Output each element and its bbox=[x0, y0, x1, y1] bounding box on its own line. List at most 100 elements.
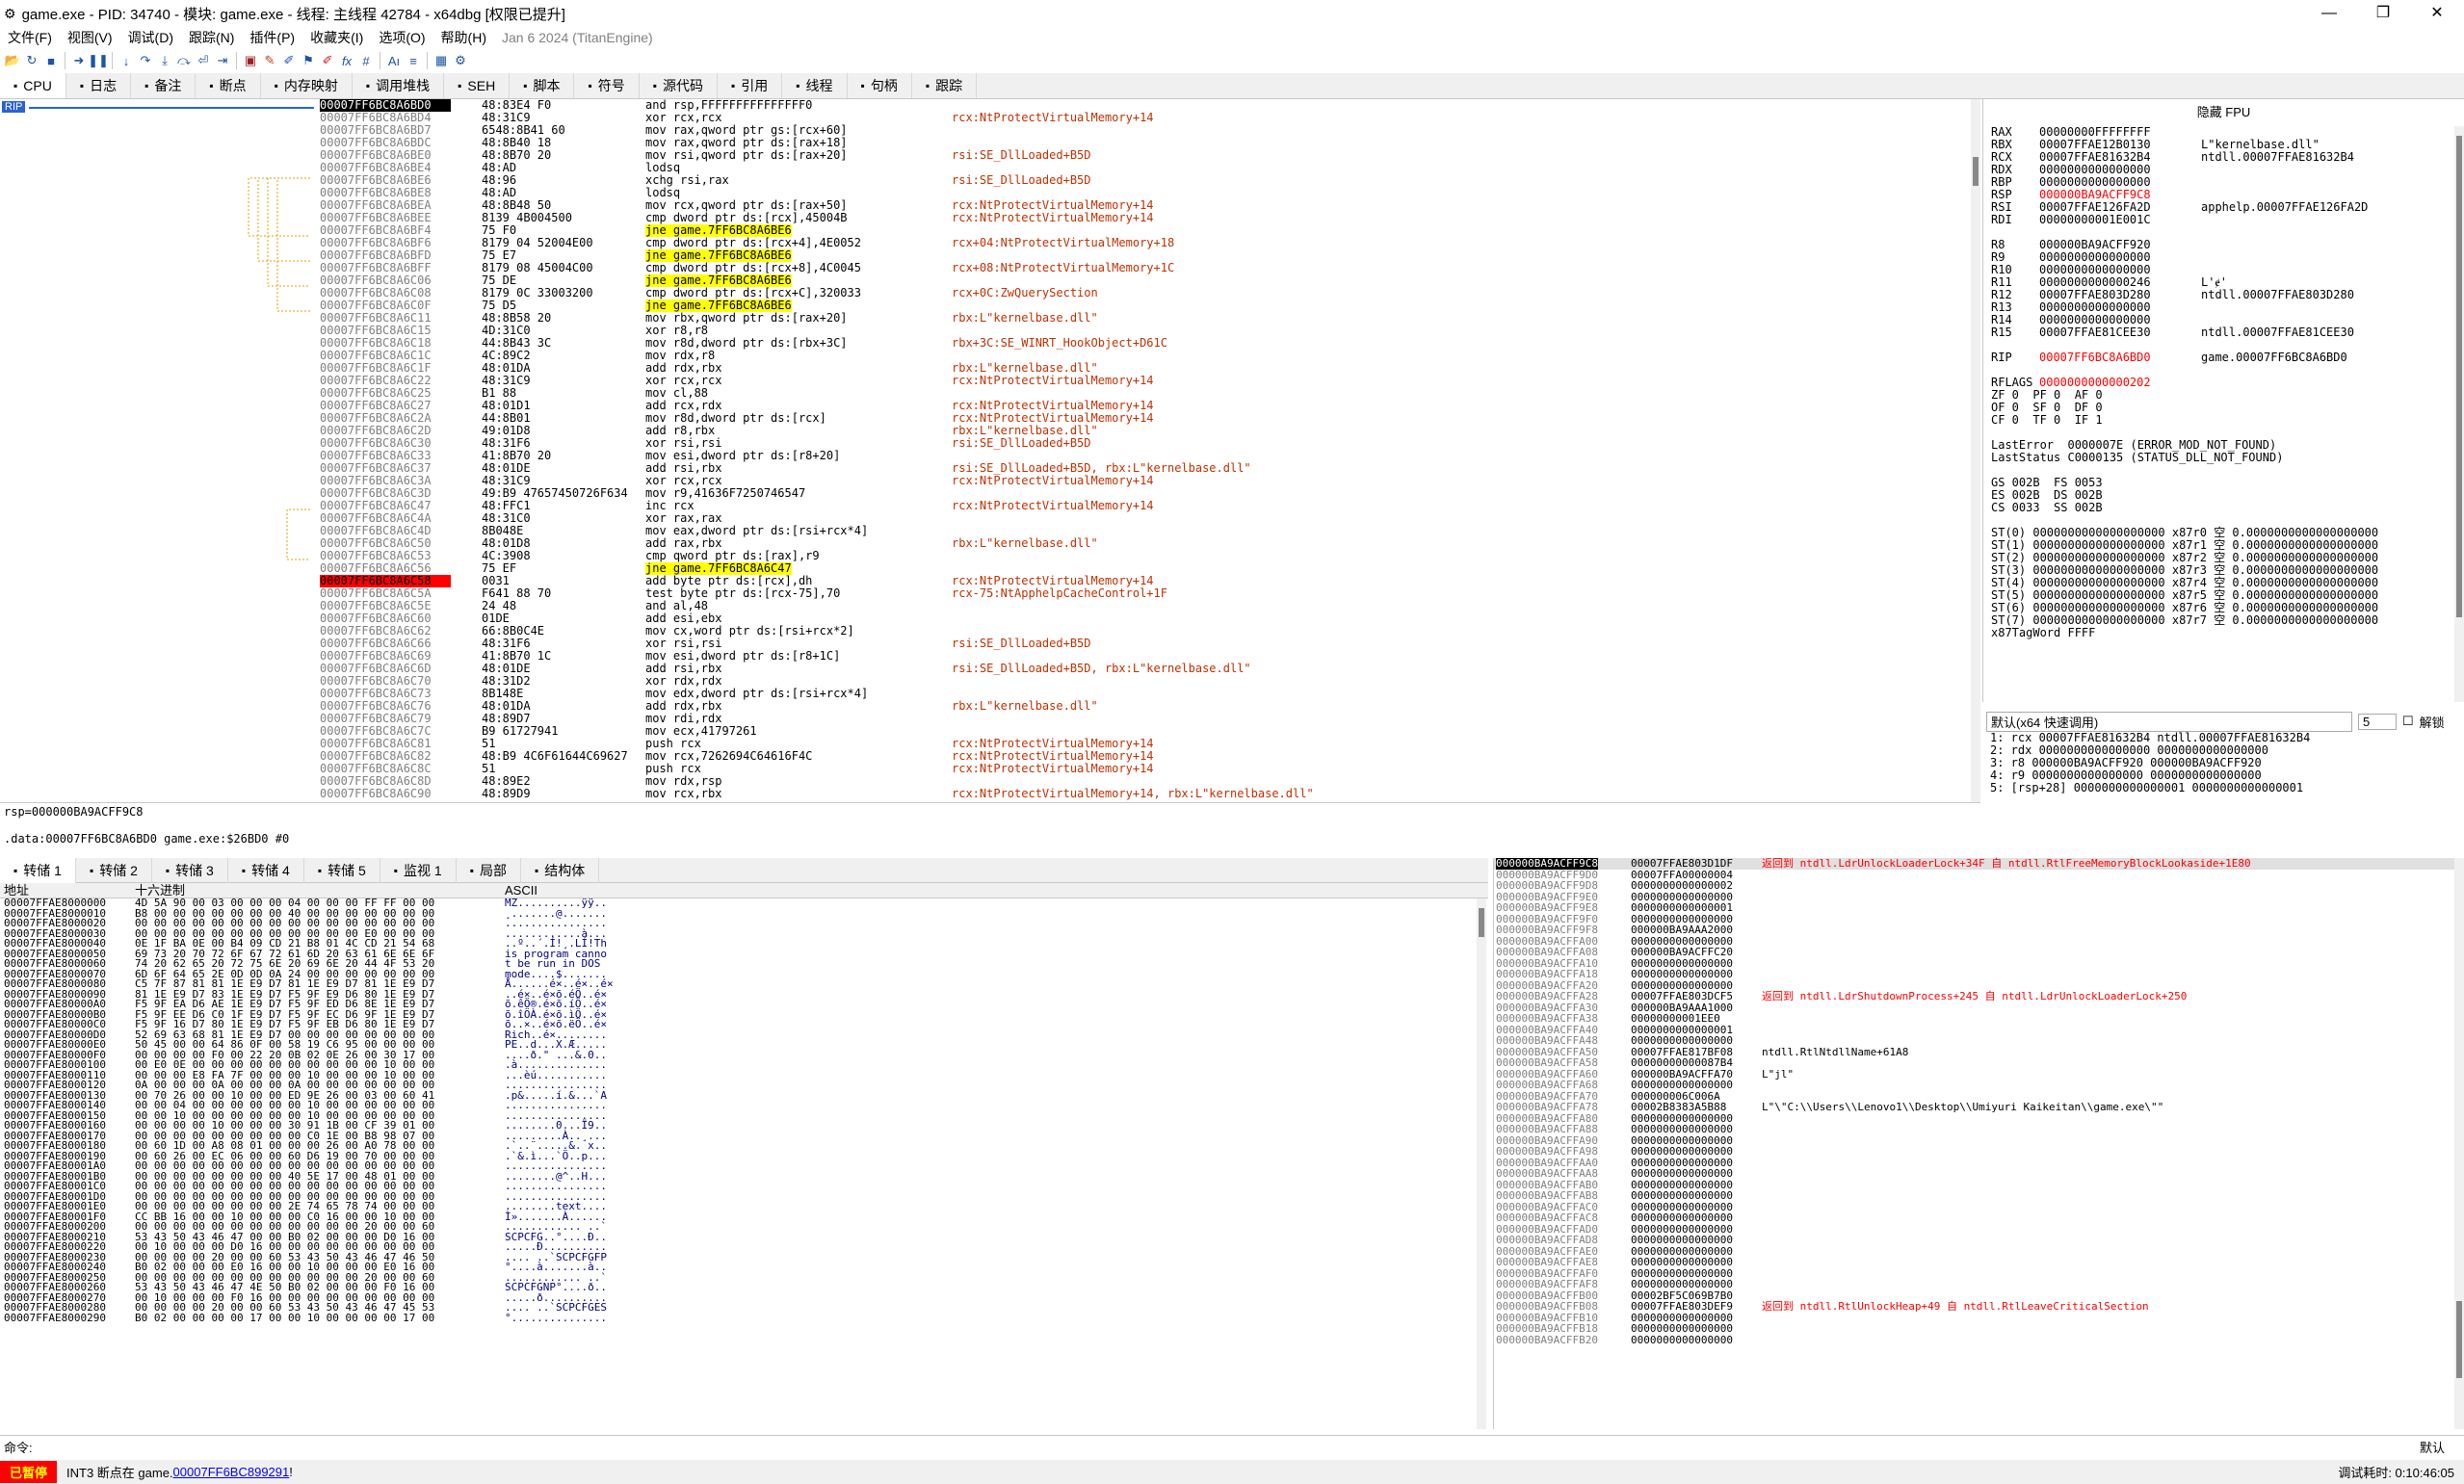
dump-tab-0[interactable]: ▪转储 1 bbox=[0, 858, 76, 883]
register-value[interactable]: 0000000000000000 bbox=[2039, 313, 2151, 326]
arg-count-stepper[interactable]: 5 bbox=[2358, 713, 2397, 730]
register-value[interactable]: 000000BA9ACFF9C8 bbox=[2039, 188, 2151, 201]
scylla-icon[interactable]: ▣ bbox=[244, 53, 257, 67]
dump-scrollbar[interactable] bbox=[1477, 898, 1486, 1429]
register-value[interactable]: 0000000000000202 bbox=[2039, 376, 2151, 389]
register-value[interactable]: 0000000000000246 bbox=[2039, 275, 2151, 289]
register-value[interactable]: 000000BA9ACFF920 bbox=[2039, 238, 2151, 251]
menu-item[interactable]: 收藏夹(I) bbox=[310, 30, 364, 45]
trace-over-icon[interactable]: ⤼ bbox=[177, 53, 191, 67]
pause-icon[interactable]: ❚❚ bbox=[88, 53, 109, 67]
register-value[interactable]: 00000000FFFFFFFF bbox=[2039, 125, 2151, 139]
dump-tab-6[interactable]: ▪局部 bbox=[457, 858, 521, 883]
tab-11[interactable]: ▪线程 bbox=[782, 73, 848, 98]
dump-tab-7[interactable]: ▪结构体 bbox=[521, 858, 600, 883]
register-value[interactable]: 00007FFAE12B0130 bbox=[2039, 138, 2151, 151]
calculator-icon[interactable]: ▦ bbox=[434, 53, 448, 67]
command-mode-select[interactable]: 默认 bbox=[2419, 1441, 2445, 1455]
restart-icon[interactable]: ↻ bbox=[26, 53, 38, 67]
menu-item[interactable]: 插件(P) bbox=[249, 30, 296, 45]
patch-icon[interactable]: ✎ bbox=[264, 53, 275, 67]
disasm-scrollbar[interactable] bbox=[1971, 99, 1980, 802]
register-value[interactable]: 00007FF6BC8A6BD0 bbox=[2039, 351, 2151, 364]
register-value[interactable]: 00007FFAE803D280 bbox=[2039, 288, 2151, 301]
tab-5[interactable]: ▪调用堆栈 bbox=[353, 73, 445, 98]
tab-1[interactable]: ▪日志 bbox=[66, 73, 132, 98]
tab-6[interactable]: ▪SEH bbox=[444, 73, 511, 98]
hide-fpu-button[interactable]: 隐藏 FPU bbox=[2196, 105, 2251, 119]
comment-icon[interactable]: ✐ bbox=[283, 53, 295, 67]
tab-12[interactable]: ▪句柄 bbox=[848, 73, 912, 98]
step-into-icon[interactable]: ↓ bbox=[122, 53, 130, 68]
menu-item[interactable]: 调试(D) bbox=[127, 30, 173, 45]
tab-3[interactable]: ▪断点 bbox=[196, 73, 261, 98]
tab-10[interactable]: ▪引用 bbox=[718, 73, 783, 98]
dump-tab-5[interactable]: ▪监视 1 bbox=[380, 858, 457, 883]
close-button[interactable]: ✕ bbox=[2430, 5, 2444, 21]
register-value[interactable]: 0000000000000000 bbox=[2039, 250, 2151, 264]
